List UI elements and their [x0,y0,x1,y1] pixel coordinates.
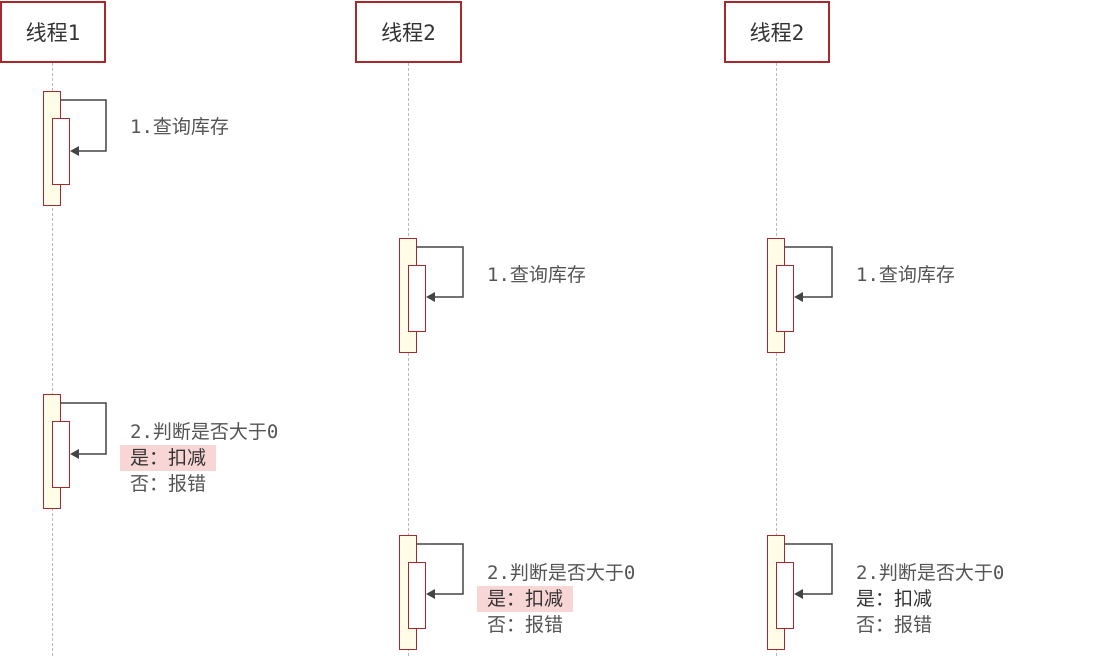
message-check-stock: 2.判断是否大于0 是：扣减 否：报错 [477,560,635,638]
participant-thread-2-b: 线程2 [724,1,830,63]
activation-inner [408,265,426,332]
lifeline-thread-1 [52,63,53,656]
lifeline-thread-2-a [408,63,409,656]
message-query-stock: 1.查询库存 [856,264,955,286]
participant-thread-2-a: 线程2 [355,1,462,63]
activation-inner [776,562,794,629]
participant-thread-1: 线程1 [0,1,106,63]
message-query-stock: 1.查询库存 [130,116,229,138]
activation-inner [52,421,70,488]
lifeline-thread-2-b [776,63,777,656]
self-message-arrow [416,543,464,599]
self-message-arrow [784,543,833,599]
message-query-stock: 1.查询库存 [487,264,586,286]
activation-inner [408,562,426,629]
self-message-arrow [416,246,464,302]
message-check-stock: 2.判断是否大于0 是：扣减 否：报错 [856,562,1005,636]
message-check-stock: 2.判断是否大于0 是：扣减 否：报错 [120,419,278,497]
self-message-arrow [60,402,107,459]
activation-inner [776,265,794,332]
activation-inner [52,118,70,185]
self-message-arrow [784,246,833,302]
self-message-arrow [60,99,107,156]
